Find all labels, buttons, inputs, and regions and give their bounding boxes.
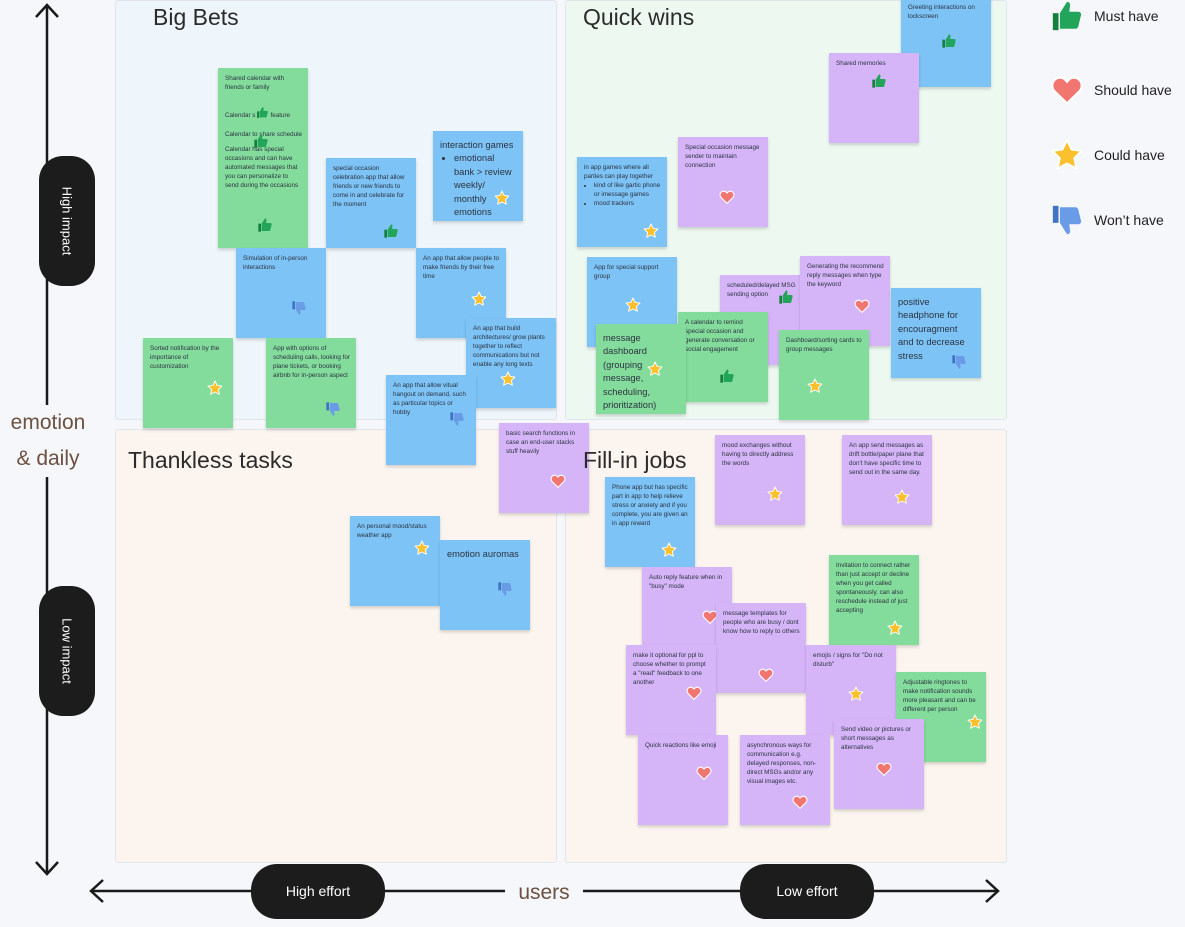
sticky-note[interactable]: message dashboard (grouping message, sch… <box>596 324 686 414</box>
star-icon <box>767 486 783 502</box>
star-icon <box>207 380 223 396</box>
star-icon <box>807 378 823 394</box>
sticky-note[interactable]: asynchronous ways for communication e.g.… <box>740 735 830 825</box>
sticky-note[interactable]: An app send messages as drift bottle/pap… <box>842 435 932 525</box>
sticky-note[interactable]: positive headphone for encouragment and … <box>891 288 981 378</box>
star-icon <box>494 190 510 206</box>
quadrant-thankless-tasks <box>115 429 557 863</box>
star-icon <box>500 371 516 387</box>
sticky-note[interactable]: A calendar to remind special occasion an… <box>678 312 768 402</box>
thumbs-up-icon <box>253 133 269 149</box>
sticky-note[interactable]: make it optional for ppl to choose wheth… <box>626 645 716 735</box>
sticky-note[interactable]: in app games where all parties can play … <box>577 157 667 247</box>
sticky-note[interactable]: basic search functions in case an end-us… <box>499 423 589 513</box>
star-icon <box>894 489 910 505</box>
thumbs-up-icon <box>941 33 957 49</box>
thumbs-down-icon <box>1050 203 1084 237</box>
star-icon <box>625 297 641 313</box>
sticky-note[interactable]: Quick reactions like emoji <box>638 735 728 825</box>
thumbs-up-icon <box>719 368 735 384</box>
sticky-note[interactable]: App with options of scheduling calls, lo… <box>266 338 356 428</box>
star-icon <box>887 620 903 636</box>
sticky-note[interactable]: Simulation of in-person interactions <box>236 248 326 338</box>
sticky-note[interactable]: An app that allow vitual hangout on dema… <box>386 375 476 465</box>
x-axis-label: users <box>505 879 583 907</box>
sticky-note[interactable]: An personal mood/status weather app <box>350 516 440 606</box>
star-icon <box>643 223 659 239</box>
high-impact-pill: High impact <box>39 156 95 286</box>
quadrant-title-big-bets: Big Bets <box>153 4 239 30</box>
low-effort-pill: Low effort <box>740 864 874 919</box>
sticky-note[interactable]: Sorted notification by the importance of… <box>143 338 233 428</box>
sticky-note[interactable]: Dashboard/sorting cards to group message… <box>779 330 869 420</box>
low-impact-pill: Low impact <box>39 586 95 716</box>
heart-icon <box>854 298 870 314</box>
sticky-note[interactable]: Send video or pictures or short messages… <box>834 719 924 809</box>
sticky-note[interactable]: Invitation to connect rather than just a… <box>829 555 919 645</box>
legend-should-have: Should have <box>1050 74 1172 106</box>
heart-icon <box>719 189 735 205</box>
star-icon <box>647 361 663 377</box>
heart-icon <box>696 765 712 781</box>
thumbs-up-icon <box>1050 0 1084 33</box>
star-icon <box>1050 138 1084 172</box>
heart-icon <box>686 685 702 701</box>
legend-must-have: Must have <box>1050 0 1159 32</box>
thumbs-up-icon <box>383 223 399 239</box>
sticky-note[interactable]: message templates for people who are bus… <box>716 603 806 693</box>
sticky-note[interactable]: Special occasion message sender to maint… <box>678 137 768 227</box>
legend-wont-have: Won’t have <box>1050 204 1164 236</box>
sticky-note[interactable]: An app that build architectures/ grow pl… <box>466 318 556 408</box>
thumbs-up-icon <box>778 289 794 305</box>
thumbs-down-icon <box>325 401 341 417</box>
sticky-note[interactable]: Shared calendar with friends or family C… <box>218 68 308 248</box>
star-icon <box>661 542 677 558</box>
quadrant-title-thankless-tasks: Thankless tasks <box>128 447 293 473</box>
thumbs-up-icon <box>256 106 269 119</box>
thumbs-up-icon <box>871 73 887 89</box>
quadrant-title-quick-wins: Quick wins <box>583 4 695 30</box>
heart-icon <box>876 761 892 777</box>
star-icon <box>967 714 983 730</box>
sticky-note[interactable]: Phone app but has specific part in app t… <box>605 477 695 567</box>
sticky-note[interactable]: Shared memories <box>829 53 919 143</box>
y-axis-label: emotion & daily <box>0 405 96 477</box>
sticky-note[interactable]: mood exchanges without having to directl… <box>715 435 805 525</box>
quadrant-title-fill-in-jobs: Fill-in jobs <box>583 447 687 473</box>
heart-icon <box>550 473 566 489</box>
heart-icon <box>1050 73 1084 107</box>
sticky-note[interactable]: special occasion celebration app that al… <box>326 158 416 248</box>
sticky-note[interactable]: interaction games emotional bank > revie… <box>433 131 523 221</box>
legend-could-have: Could have <box>1050 139 1165 171</box>
high-effort-pill: High effort <box>251 864 385 919</box>
star-icon <box>471 291 487 307</box>
sticky-note[interactable]: An app that allow people to make friends… <box>416 248 506 338</box>
sticky-note[interactable]: emotion auromas <box>440 540 530 630</box>
heart-icon <box>792 794 808 810</box>
thumbs-down-icon <box>449 411 465 427</box>
thumbs-down-icon <box>291 300 307 316</box>
star-icon <box>414 540 430 556</box>
heart-icon <box>758 667 774 683</box>
thumbs-up-icon <box>257 217 273 233</box>
thumbs-down-icon <box>951 354 967 370</box>
star-icon <box>848 686 864 702</box>
thumbs-down-icon <box>497 581 513 597</box>
